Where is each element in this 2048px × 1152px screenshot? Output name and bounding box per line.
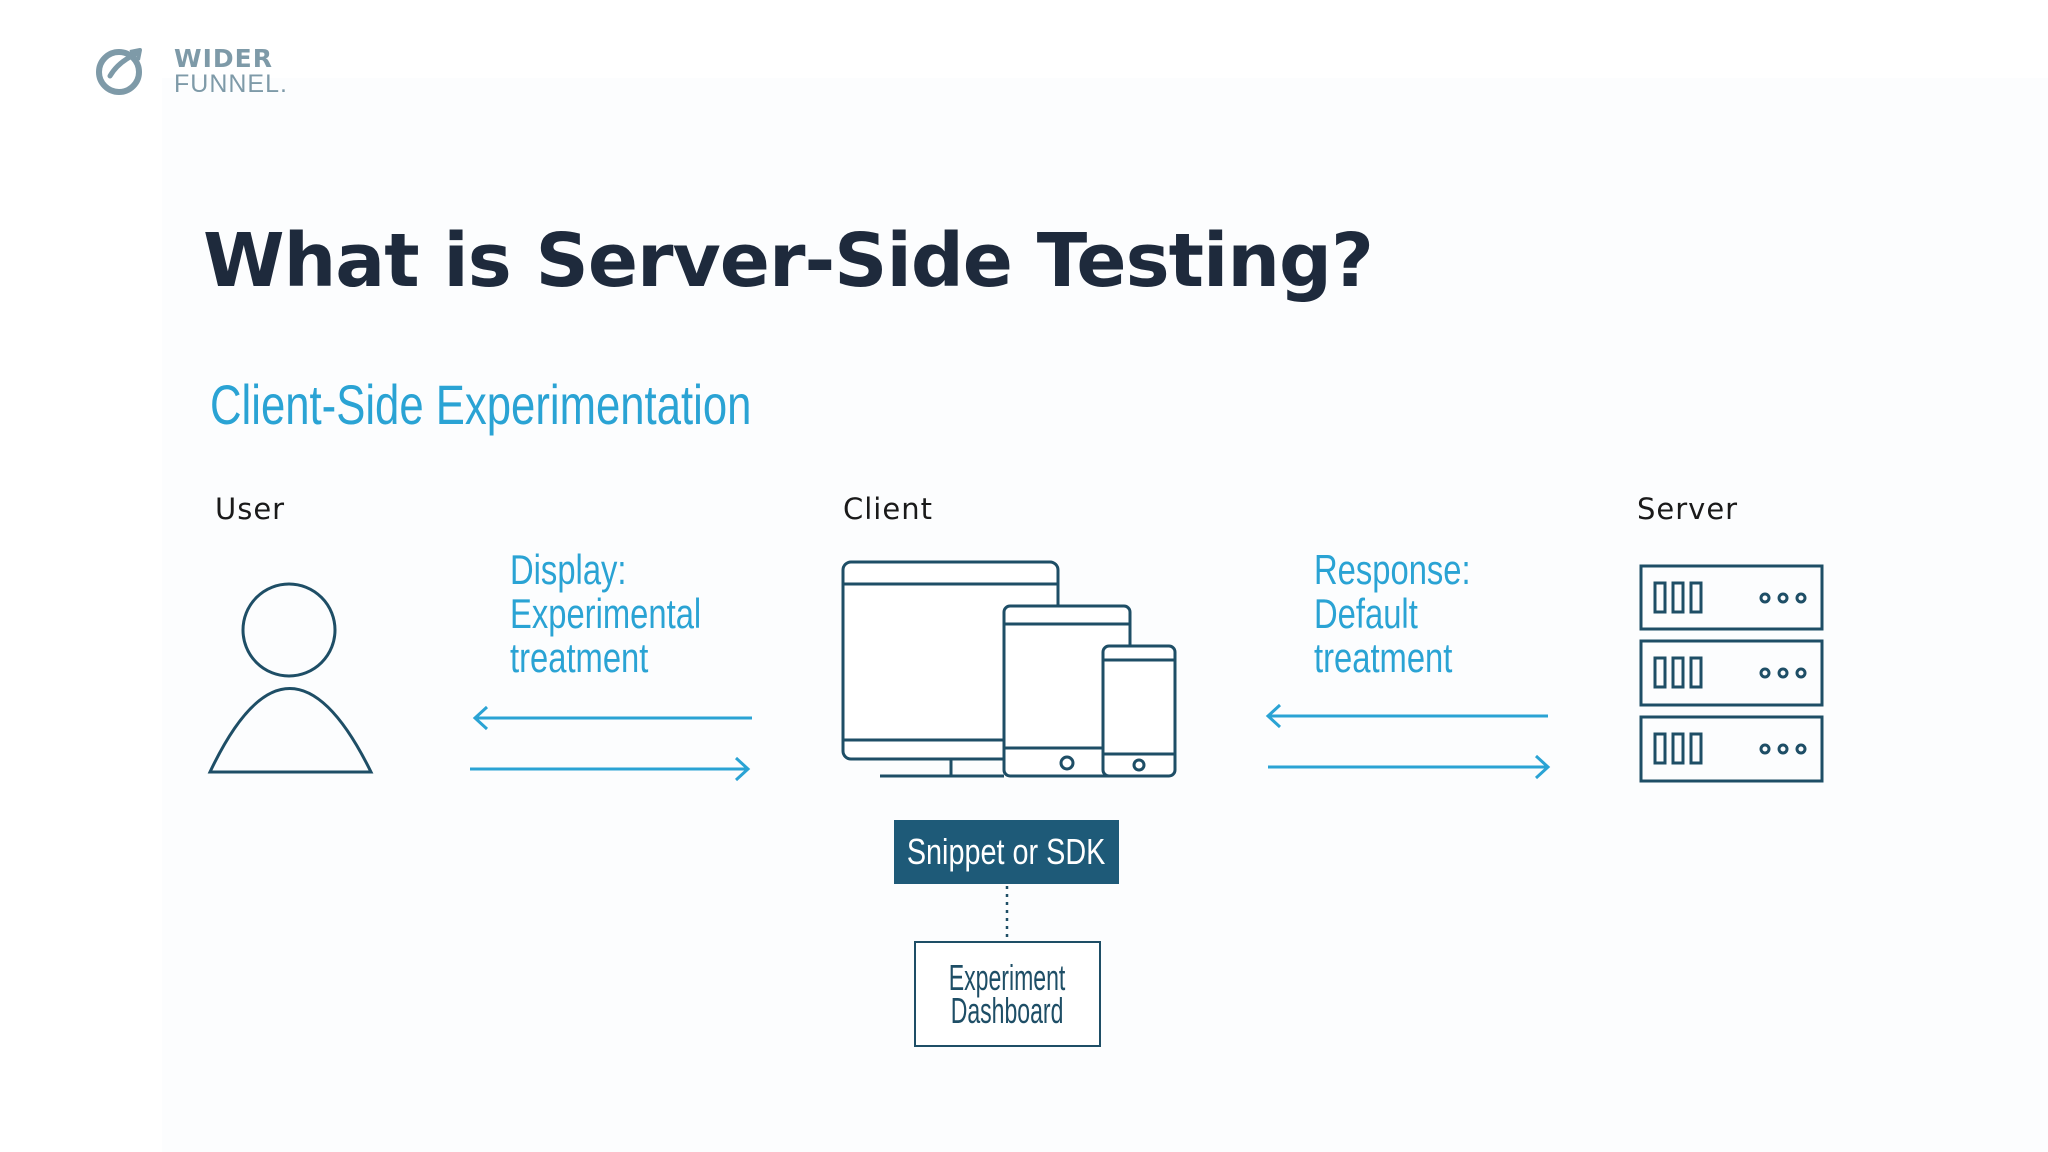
display-flow-line2: Experimental <box>510 590 702 637</box>
snippet-or-sdk-label: Snippet or SDK <box>907 831 1106 872</box>
display-flow-line1: Display: <box>510 546 627 593</box>
display-arrows <box>470 705 752 782</box>
logo: WIDER FUNNEL. <box>96 44 296 100</box>
slide-title: What is Server-Side Testing? <box>203 218 1374 304</box>
response-flow-line3: treatment <box>1314 634 1453 681</box>
logo-word-funnel: FUNNEL. <box>174 70 288 98</box>
client-devices-icon <box>841 560 1177 778</box>
server-label: Server <box>1637 492 1739 526</box>
display-flow-line3: treatment <box>510 634 649 681</box>
diagram-subtitle: Client-Side Experimentation <box>210 373 752 436</box>
response-flow-line2: Default <box>1314 590 1418 637</box>
dashboard-line1: Experiment <box>949 957 1066 998</box>
response-flow-line1: Response: <box>1314 546 1471 593</box>
display-flow-label: Display: Experimental treatment <box>510 548 701 680</box>
snippet-or-sdk-box: Snippet or SDK <box>894 820 1119 884</box>
response-arrows <box>1265 703 1551 780</box>
user-icon <box>207 582 374 774</box>
experiment-dashboard-label: Experiment Dashboard <box>935 957 1081 1031</box>
experiment-dashboard-box: Experiment Dashboard <box>914 941 1101 1047</box>
dashboard-line2: Dashboard <box>951 990 1064 1031</box>
client-label: Client <box>843 492 933 526</box>
server-rack-icon <box>1639 564 1824 783</box>
logo-word-wider: WIDER <box>174 44 273 73</box>
logo-target-icon <box>96 48 142 95</box>
user-label: User <box>215 492 286 526</box>
response-flow-label: Response: Default treatment <box>1314 548 1471 680</box>
